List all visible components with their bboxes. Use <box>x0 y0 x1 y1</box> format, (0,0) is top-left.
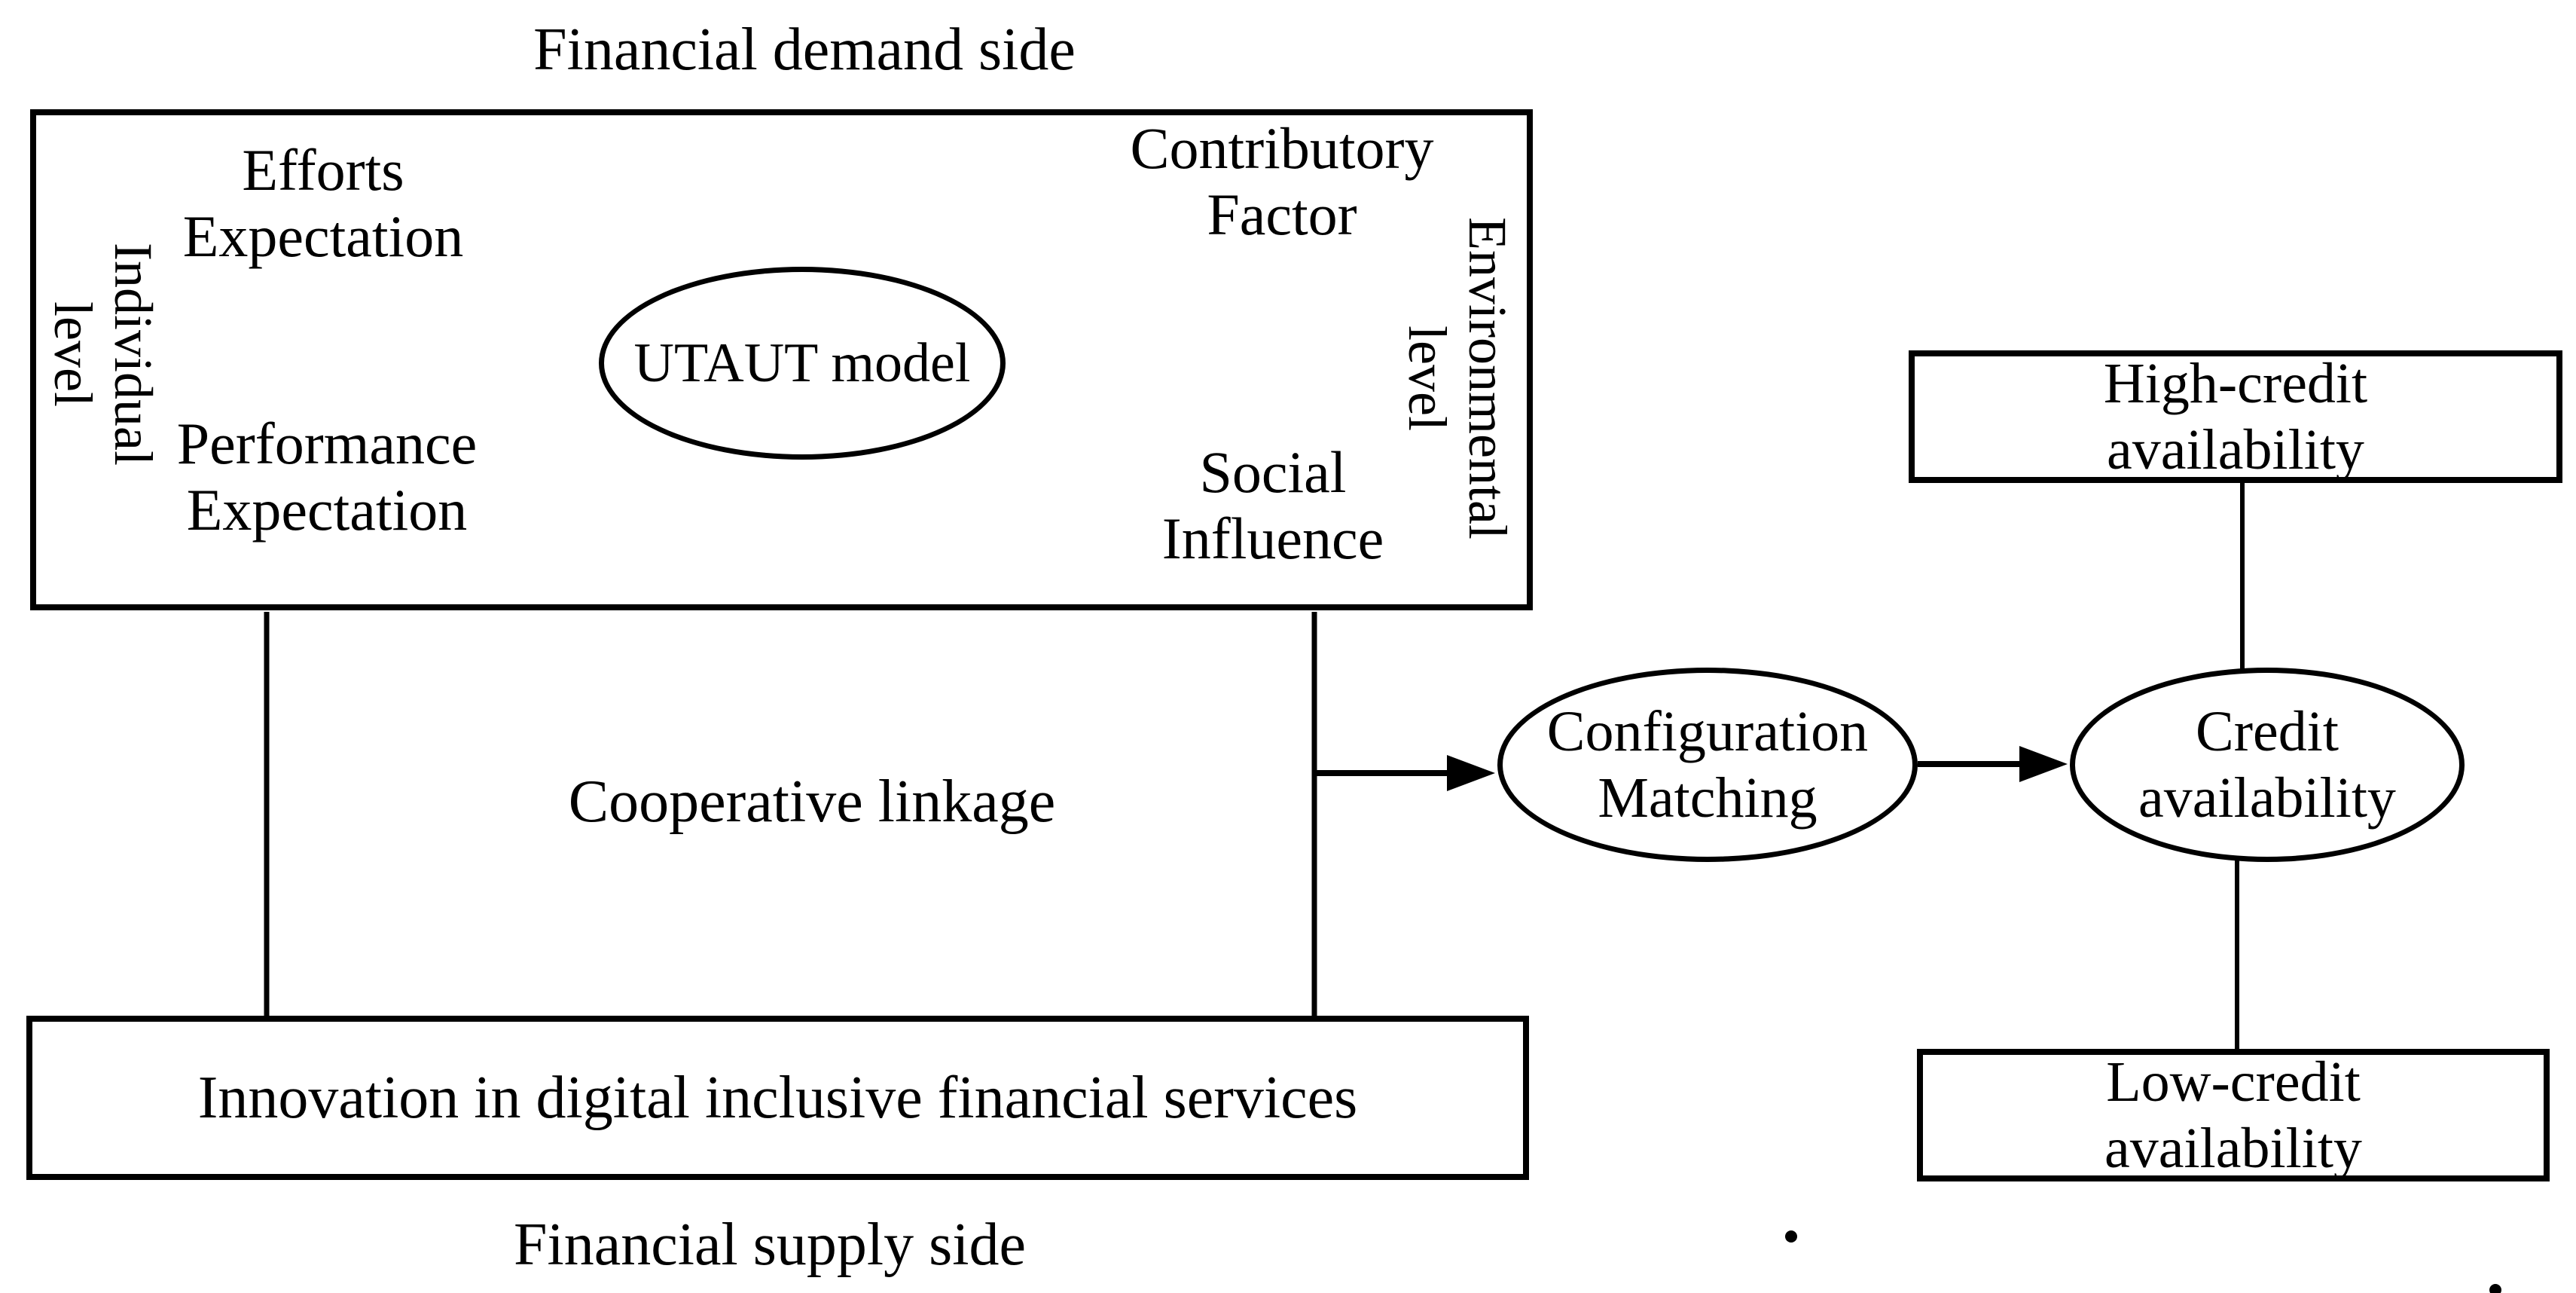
cooperative-linkage-label: Cooperative linkage <box>568 769 1056 835</box>
contributory-line1: Contributory <box>1130 115 1434 181</box>
credit-line1: Credit <box>2196 699 2339 763</box>
matching-line1: Configuration <box>1546 699 1869 763</box>
title-financial-supply-side: Financial supply side <box>514 1212 1026 1278</box>
utaut-model-ellipse: UTAUT model <box>599 267 1006 460</box>
social-line1: Social <box>1199 439 1347 505</box>
financial-supply-box: Innovation in digital inclusive financia… <box>26 1016 1529 1180</box>
contributory-line2: Factor <box>1207 182 1357 248</box>
high-credit-line2: availability <box>2107 418 2364 481</box>
low-credit-box: Low-credit availability <box>1917 1049 2550 1181</box>
utaut-model-label: UTAUT model <box>633 332 971 394</box>
social-influence-label: Social Influence <box>1085 439 1461 572</box>
stray-dot-left <box>1785 1230 1797 1243</box>
efforts-line1: Efforts <box>242 137 404 203</box>
efforts-expectation-label: Efforts Expectation <box>135 137 511 270</box>
matching-line2: Matching <box>1598 766 1818 830</box>
supply-box-label: Innovation in digital inclusive financia… <box>197 1064 1358 1131</box>
performance-line1: Performance <box>176 411 478 476</box>
efforts-line2: Expectation <box>182 203 464 270</box>
contributory-factor-label: Contributory Factor <box>1094 115 1470 248</box>
performance-line2: Expectation <box>186 477 468 543</box>
high-credit-line1: High-credit <box>2103 351 2368 415</box>
low-credit-line1: Low-credit <box>2106 1050 2361 1114</box>
low-credit-line2: availability <box>2104 1117 2362 1180</box>
configuration-matching-ellipse: Configuration Matching <box>1497 668 1918 862</box>
social-line2: Influence <box>1161 506 1384 572</box>
title-financial-demand-side: Financial demand side <box>533 17 1076 83</box>
credit-availability-ellipse: Credit availability <box>2070 668 2465 862</box>
credit-line2: availability <box>2138 766 2396 830</box>
individual-level-line2: level <box>43 301 103 407</box>
performance-expectation-label: Performance Expectation <box>139 411 515 543</box>
stray-dot-right <box>2489 1284 2501 1293</box>
high-credit-box: High-credit availability <box>1909 350 2562 483</box>
